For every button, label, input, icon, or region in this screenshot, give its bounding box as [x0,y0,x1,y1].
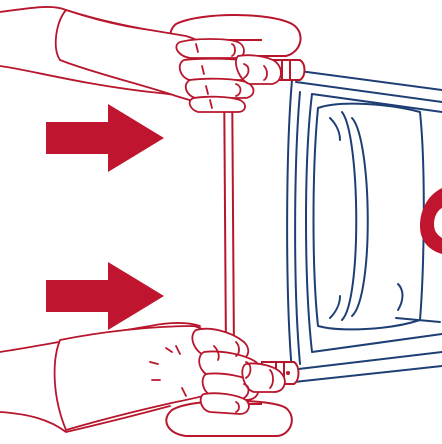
push-arrow-bottom [46,262,164,330]
arrow-right-icon [46,262,164,330]
stroller-frame [287,70,442,382]
push-arrow-top [46,104,164,172]
arrow-right-icon [46,104,164,172]
